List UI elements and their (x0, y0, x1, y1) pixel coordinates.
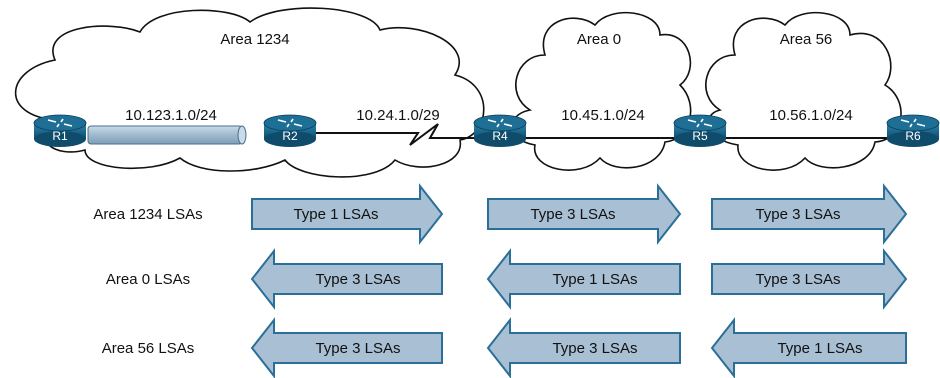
area-56-label: Area 56 (780, 31, 833, 48)
lsa-arrow-left: Type 3 LSAs (250, 317, 443, 378)
lsa-arrow-right: Type 3 LSAs (487, 183, 682, 245)
lsa-row-2: Area 0 LSAs Type 3 LSAs Type 1 LSAs Type 3 … (106, 248, 908, 310)
router-r6-label: R6 (905, 129, 921, 143)
lsa-row-label: Area 56 LSAs (102, 340, 195, 357)
router-r2-icon: R2 (263, 114, 317, 147)
lsa-arrow-label: Type 1 LSAs (552, 271, 637, 288)
lsa-arrow-left: Type 1 LSAs (486, 248, 681, 310)
lsa-row-label: Area 0 LSAs (106, 271, 190, 288)
subnet-r4-r5-label: 10.45.1.0/24 (561, 107, 644, 124)
cloud-area-56 (705, 11, 902, 171)
lsa-arrow-label: Type 3 LSAs (755, 206, 840, 223)
lsa-arrow-right: Type 1 LSAs (251, 183, 444, 245)
subnet-r1-r2-label: 10.123.1.0/24 (125, 107, 217, 124)
router-r1-icon: R1 (33, 114, 87, 147)
lsa-arrow-right: Type 3 LSAs (711, 248, 908, 310)
subnet-r2-r4-label: 10.24.1.0/29 (356, 107, 439, 124)
router-r4-label: R4 (492, 129, 508, 143)
lsa-arrow-label: Type 3 LSAs (552, 340, 637, 357)
serial-link-r2-r4 (315, 123, 482, 146)
area-0-label: Area 0 (577, 31, 621, 48)
lsa-arrow-label: Type 1 LSAs (293, 206, 378, 223)
router-r1-label: R1 (52, 129, 68, 143)
area-1234-label: Area 1234 (220, 31, 289, 48)
lsa-arrow-label: Type 3 LSAs (315, 340, 400, 357)
subnet-r5-r6-label: 10.56.1.0/24 (769, 107, 852, 124)
cloud-area-0 (511, 11, 692, 171)
lsa-arrow-label: Type 3 LSAs (755, 271, 840, 288)
lsa-arrow-left: Type 3 LSAs (250, 248, 443, 310)
router-r4-icon: R4 (473, 114, 527, 147)
link-r1-r2 (87, 125, 247, 145)
lsa-arrow-label: Type 3 LSAs (315, 271, 400, 288)
router-r5-label: R5 (692, 129, 708, 143)
lsa-arrow-right: Type 3 LSAs (711, 183, 908, 245)
lsa-arrow-label: Type 1 LSAs (777, 340, 862, 357)
lsa-row-1: Area 1234 LSAs Type 1 LSAs Type 3 LSAs Type… (93, 183, 908, 245)
lsa-row-3: Area 56 LSAs Type 3 LSAs Type 3 LSAs Type 1… (102, 317, 907, 378)
lsa-row-label: Area 1234 LSAs (93, 206, 202, 223)
router-r6-icon: R6 (886, 114, 940, 147)
router-r5-icon: R5 (673, 114, 727, 147)
lsa-arrow-left: Type 3 LSAs (486, 317, 681, 378)
lsa-arrow-label: Type 3 LSAs (530, 206, 615, 223)
router-r2-label: R2 (282, 129, 298, 143)
lsa-arrow-left: Type 1 LSAs (710, 317, 907, 378)
